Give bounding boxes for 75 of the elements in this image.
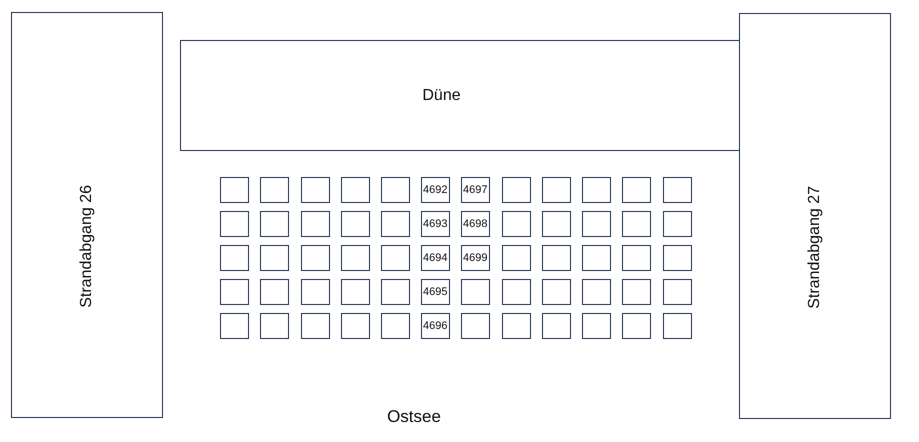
- beach-chair-box: [341, 313, 370, 339]
- beach-chair-box: [220, 211, 249, 237]
- beach-chair-box: [421, 245, 450, 271]
- beach-chair-box: [622, 313, 651, 339]
- beach-chair-box: [381, 279, 410, 305]
- beach-chair-box: [663, 279, 692, 305]
- chair-number: 4693: [423, 218, 448, 230]
- beach-chair-box: [502, 313, 531, 339]
- beach-chair-box: [220, 177, 249, 203]
- beach-chair-box: [341, 245, 370, 271]
- chair-number: 4699: [463, 252, 488, 264]
- beach-access-box: [739, 13, 891, 419]
- chair-number: 4695: [423, 286, 448, 298]
- beach-chair-box: [301, 177, 330, 203]
- beach-chair-box: [502, 177, 531, 203]
- beach-chair-box: [381, 211, 410, 237]
- beach-chair-box: [663, 211, 692, 237]
- beach-chair-box: [421, 313, 450, 339]
- beach-chair-box: [260, 211, 289, 237]
- beach-chair-box: [220, 313, 249, 339]
- dune-box: [180, 40, 741, 151]
- beach-chair-box: [220, 245, 249, 271]
- beach-chair-box: [622, 279, 651, 305]
- chair-number: 4697: [463, 184, 488, 196]
- sea-label: Ostsee: [387, 408, 441, 427]
- beach-chair-box: [461, 245, 490, 271]
- beach-chair-box: [341, 177, 370, 203]
- beach-chair-box: [381, 245, 410, 271]
- beach-chair-box: [502, 245, 531, 271]
- beach-chair-box: [381, 177, 410, 203]
- beach-chair-box: [663, 245, 692, 271]
- beach-chair-box: [663, 177, 692, 203]
- beach-chair-box: [542, 313, 571, 339]
- beach-chair-box: [421, 211, 450, 237]
- beach-chair-box: [542, 211, 571, 237]
- beach-chair-box: [502, 279, 531, 305]
- chair-number: 4694: [423, 252, 448, 264]
- beach-chair-box: [502, 211, 531, 237]
- beach-chair-box: [301, 313, 330, 339]
- beach-chair-box: [542, 279, 571, 305]
- beach-chair-box: [622, 177, 651, 203]
- beach-chair-box: [582, 279, 611, 305]
- beach-chair-box: [461, 313, 490, 339]
- beach-chair-box: [341, 211, 370, 237]
- beach-chair-box: [582, 313, 611, 339]
- beach-chair-box: [381, 313, 410, 339]
- dune-label: Düne: [422, 86, 461, 104]
- beach-chair-box: [301, 279, 330, 305]
- beach-chair-box: [582, 245, 611, 271]
- beach-chair-box: [421, 177, 450, 203]
- beach-chair-box: [622, 245, 651, 271]
- beach-chair-box: [421, 279, 450, 305]
- beach-chair-box: [582, 177, 611, 203]
- beach-chair-box: [542, 177, 571, 203]
- beach-chair-box: [582, 211, 611, 237]
- beach-access-label: Strandabgang 27: [806, 186, 824, 308]
- beach-chair-box: [663, 313, 692, 339]
- beach-chair-box: [260, 177, 289, 203]
- beach-access-box: [11, 12, 163, 418]
- chair-number: 4692: [423, 184, 448, 196]
- beach-chair-box: [220, 279, 249, 305]
- beach-chair-box: [542, 245, 571, 271]
- beach-chair-box: [461, 177, 490, 203]
- beach-chair-box: [301, 211, 330, 237]
- beach-chair-box: [341, 279, 370, 305]
- beach-chair-box: [260, 245, 289, 271]
- beach-chair-box: [461, 279, 490, 305]
- chair-number: 4696: [423, 320, 448, 332]
- beach-chair-box: [260, 313, 289, 339]
- beach-access-label: Strandabgang 26: [78, 184, 96, 308]
- chair-number: 4698: [463, 218, 488, 230]
- beach-chair-box: [461, 211, 490, 237]
- beach-chair-box: [622, 211, 651, 237]
- beach-chair-box: [301, 245, 330, 271]
- beach-chair-box: [260, 279, 289, 305]
